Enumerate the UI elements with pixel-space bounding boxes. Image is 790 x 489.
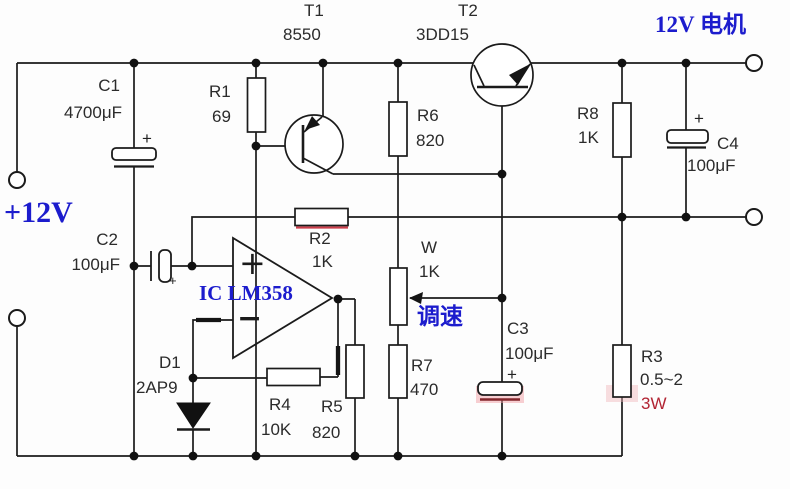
label-r2-value: 1K <box>312 252 333 271</box>
label-c1-value: 4700μF <box>64 103 122 122</box>
t2-emitter-arrow <box>509 64 530 85</box>
capacitor-c1-symbol <box>111 147 157 168</box>
label-c3-value: 100μF <box>505 344 554 363</box>
wiper-arrowhead <box>409 292 423 304</box>
label-r1-value: 69 <box>212 107 231 126</box>
opamp-inverting-mark: − <box>237 301 263 336</box>
label-d1-value: 2AP9 <box>136 378 178 397</box>
label-c4-ref: C4 <box>717 134 739 153</box>
terminal-supply-negative <box>8 309 26 327</box>
resistor-r1-symbol <box>246 77 267 133</box>
resistor-r8-symbol <box>612 102 632 158</box>
terminal-supply-positive <box>8 171 26 189</box>
label-ic-lm358: IC LM358 <box>199 281 293 305</box>
opamp-symbol <box>232 236 334 360</box>
label-r3-ref: R3 <box>641 347 663 366</box>
resistor-r6-symbol <box>388 101 408 157</box>
label-c3-ref: C3 <box>507 319 529 338</box>
junction-dots <box>129 58 691 461</box>
label-r7-value: 470 <box>410 380 439 399</box>
wire-network <box>16 62 746 457</box>
label-t1-value: 8550 <box>283 25 321 44</box>
label-supply-voltage: +12V <box>4 196 73 229</box>
diode-d1-symbol <box>176 402 211 431</box>
label-r6-ref: R6 <box>417 106 439 125</box>
capacitor-c4-symbol <box>666 129 709 149</box>
capacitor-c3-symbol <box>477 381 523 401</box>
resistor-r2-symbol <box>294 207 349 227</box>
label-t2-value: 3DD15 <box>416 25 469 44</box>
terminals <box>8 54 763 327</box>
label-w-ref: W <box>421 238 438 257</box>
label-r3-value: 0.5~2 <box>640 370 684 389</box>
wire-inverting-input <box>192 319 233 378</box>
label-r8-value: 1K <box>578 128 599 147</box>
wire-noninverting-input <box>191 216 295 267</box>
transistor-t2-symbol <box>470 43 534 107</box>
transistor-t1-symbol <box>284 114 344 175</box>
label-r1-ref: R1 <box>209 82 231 101</box>
label-c2-ref: C2 <box>96 230 118 249</box>
label-c1-ref: C1 <box>98 76 120 95</box>
bold-wire-overlays <box>196 317 341 375</box>
label-r5-ref: R5 <box>321 397 343 416</box>
t1-emitter-arrow <box>305 116 320 130</box>
label-r8-ref: R8 <box>577 104 599 123</box>
label-r2-ref: R2 <box>309 229 331 248</box>
resistor-r7-symbol <box>388 344 408 399</box>
label-w-value: 1K <box>419 262 440 281</box>
c3-polarity-plus: + <box>507 365 517 384</box>
label-d1-ref: D1 <box>159 353 181 372</box>
label-motor: 12V 电机 <box>655 12 746 37</box>
resistor-r4-symbol <box>266 367 321 387</box>
wire-r4-feedback <box>193 376 338 379</box>
label-r4-value: 10K <box>261 420 292 439</box>
label-r6-value: 820 <box>416 131 445 150</box>
label-t1-ref: T1 <box>304 1 324 20</box>
terminal-motor-bottom <box>745 208 763 226</box>
label-c4-value: 100μF <box>687 156 736 175</box>
opamp-noninverting-mark: + <box>239 244 266 282</box>
c1-polarity-plus: + <box>142 129 152 148</box>
label-r4-ref: R4 <box>269 395 291 414</box>
potentiometer-w-symbol <box>389 267 423 326</box>
resistor-r3-symbol <box>612 344 632 398</box>
label-r7-ref: R7 <box>411 356 433 375</box>
label-r5-value: 820 <box>312 423 341 442</box>
resistor-r5-symbol <box>345 344 365 399</box>
c4-polarity-plus: + <box>694 109 704 128</box>
label-c2-value: 100μF <box>71 255 120 274</box>
label-r3-power: 3W <box>641 394 667 413</box>
capacitor-c2-symbol <box>150 249 172 283</box>
terminal-motor-top <box>745 54 763 72</box>
label-speed-adjust: 调速 <box>417 304 463 329</box>
c2-polarity-plus: + <box>169 273 177 288</box>
label-t2-ref: T2 <box>458 1 478 20</box>
